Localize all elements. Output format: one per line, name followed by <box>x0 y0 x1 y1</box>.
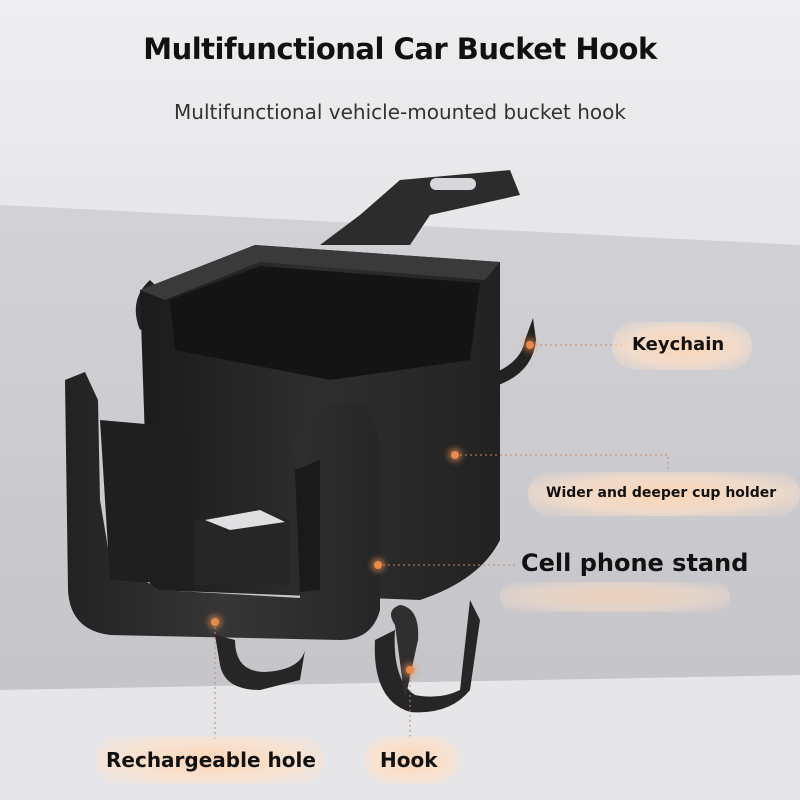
keychain-label: Keychain <box>632 334 725 355</box>
phone-stand-label: Cell phone stand <box>521 549 749 577</box>
bottom-hook-right <box>374 600 480 713</box>
phone-stand-inner <box>100 420 195 585</box>
phone-stand-inner-right <box>295 460 320 592</box>
bottom-hook-right-tip <box>391 605 419 700</box>
cup-holder-label: Wider and deeper cup holder <box>546 485 777 501</box>
bracket-slot <box>430 178 476 190</box>
hook-label: Hook <box>380 748 438 772</box>
cup-inner <box>170 266 480 380</box>
page-subtitle: Multifunctional vehicle-mounted bucket h… <box>174 100 626 124</box>
phone-stand-label-glow <box>500 582 730 612</box>
bottom-hook-left <box>215 635 305 690</box>
phone-stand-marker <box>374 561 382 569</box>
cup-holder-leader <box>455 454 669 472</box>
charge-hole-marker <box>211 618 219 626</box>
charge-hole-label: Rechargeable hole <box>106 748 316 772</box>
hook-marker <box>406 666 414 674</box>
keychain-marker <box>526 341 534 349</box>
right-side-hook <box>470 318 536 390</box>
keychain-label-glow <box>612 322 752 370</box>
cup-rim <box>140 245 500 300</box>
cup-holder-label-glow <box>528 472 800 516</box>
charge-hole-label-glow <box>96 736 324 784</box>
cup-holder-marker <box>451 451 459 459</box>
phone-slot-floor <box>205 510 285 530</box>
hook-label-glow <box>364 736 460 784</box>
page-title: Multifunctional Car Bucket Hook <box>143 32 657 66</box>
phone-slot <box>195 508 290 585</box>
